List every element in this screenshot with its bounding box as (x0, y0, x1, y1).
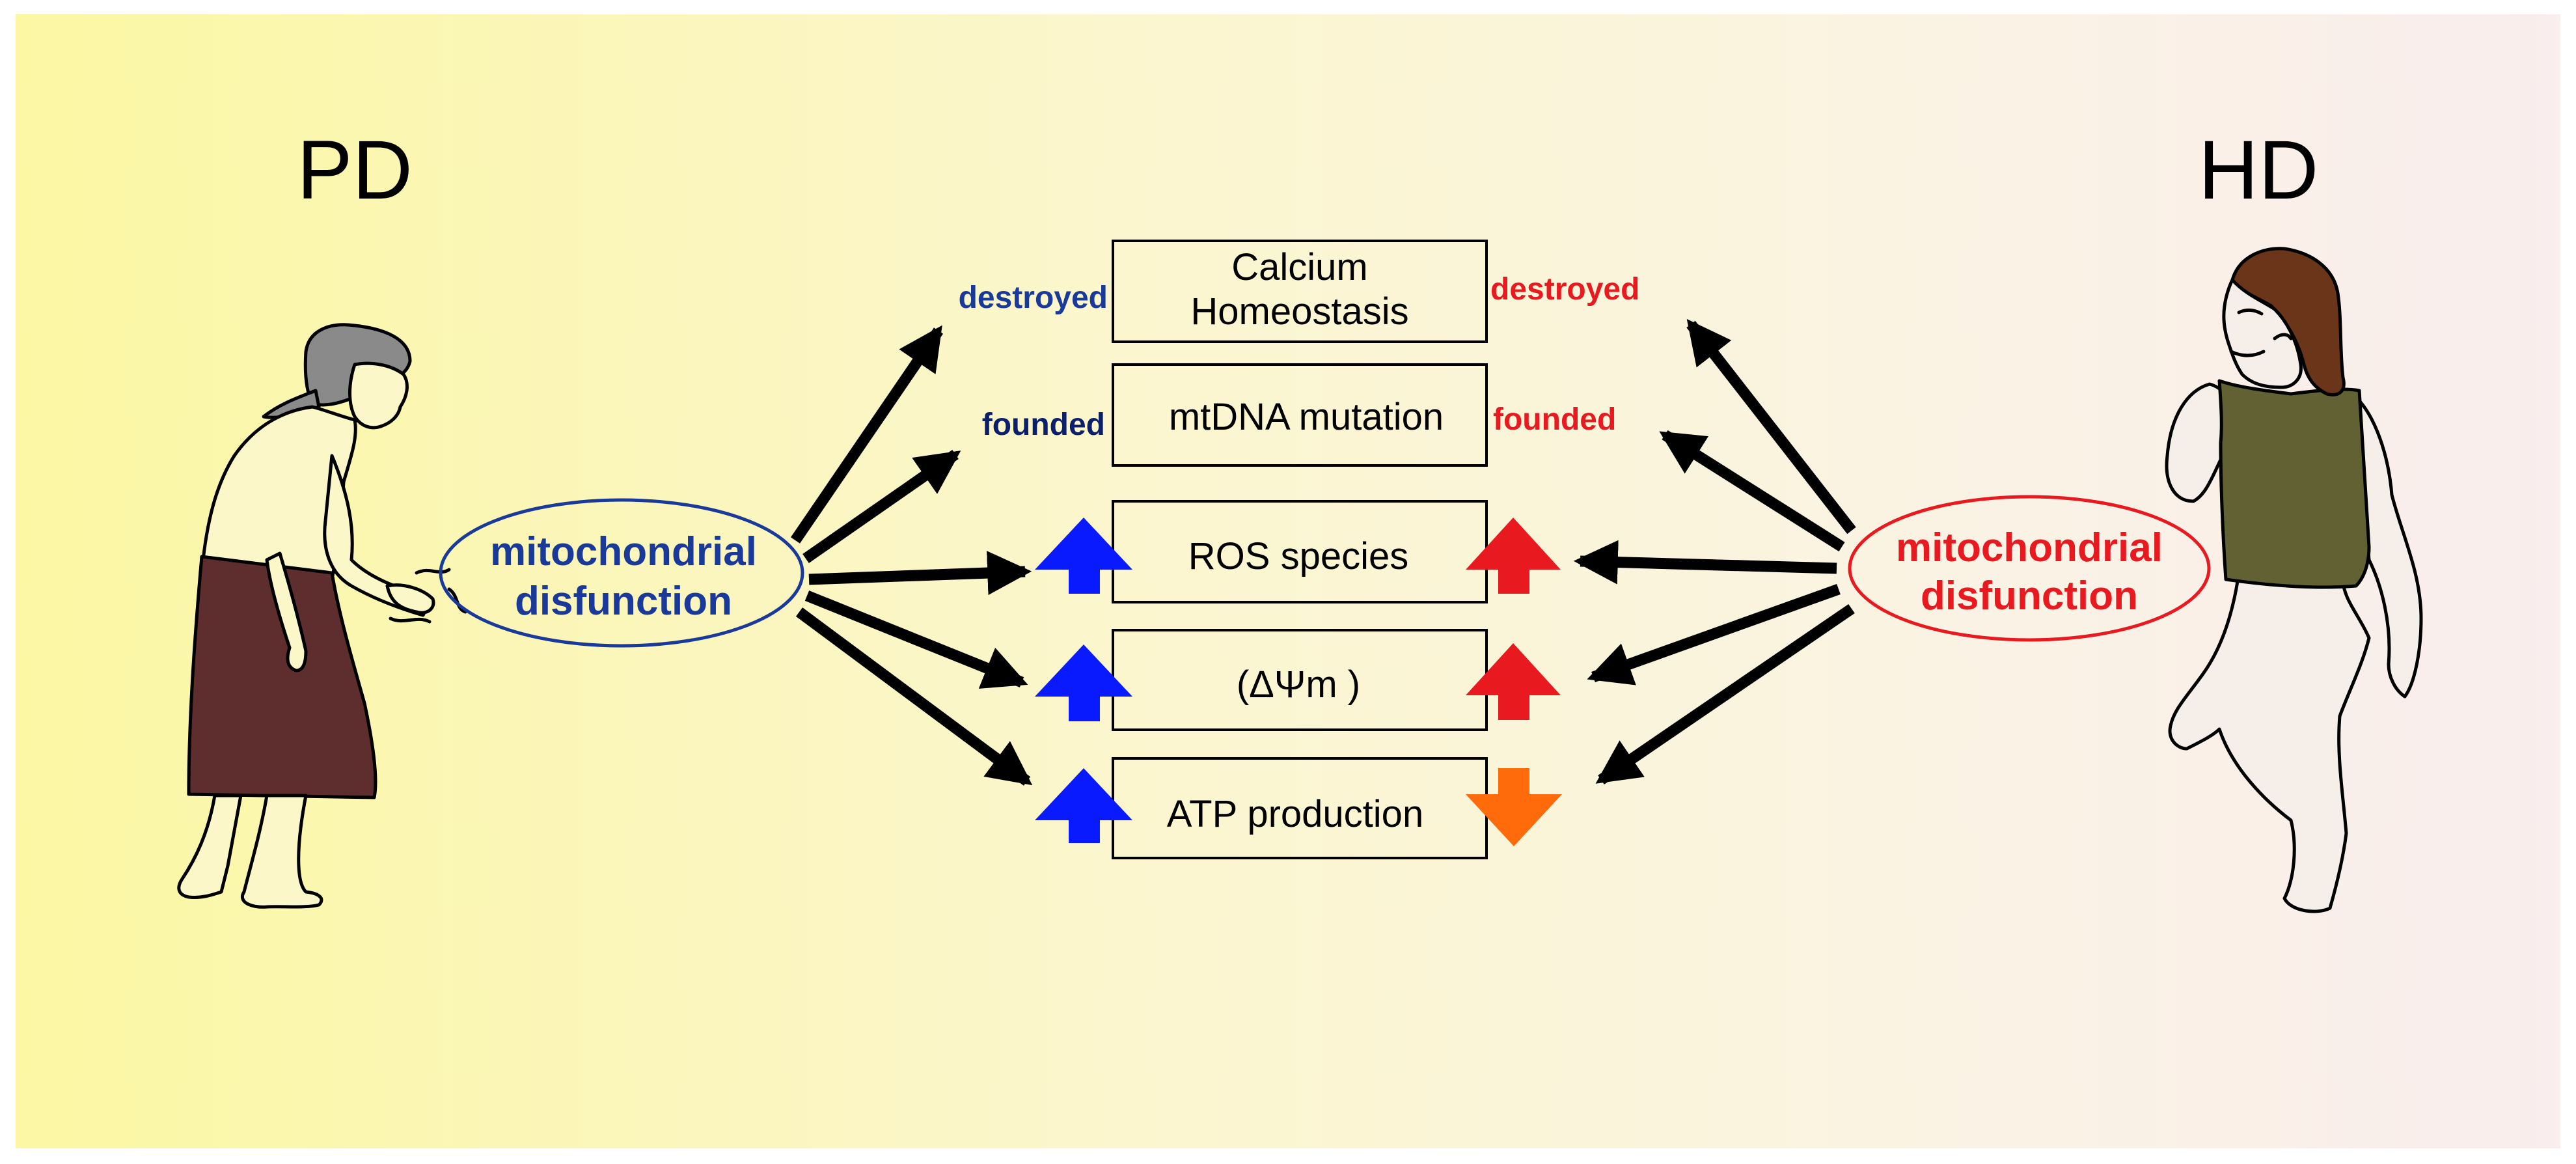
box-mtdna-mutation (1112, 363, 1488, 467)
hd-mito-line2: disfunction (1921, 574, 2138, 618)
hd-indicators (1466, 518, 1562, 846)
hd-arrow-atp (1595, 603, 1855, 785)
hd-arrow-mtdna (1659, 430, 1845, 552)
hd-figure-illustration (2165, 247, 2423, 913)
hd-figure-face-features (2229, 308, 2293, 357)
hd-arrow-calcium (1686, 318, 1856, 534)
pd-mito-line2: disfunction (515, 579, 732, 624)
hd-calcium-destroyed-label: destroyed (1490, 272, 1639, 307)
pd-figure-face (348, 361, 409, 430)
pd-figure-back-arm (265, 551, 308, 672)
pd-arrow-calcium (790, 325, 944, 544)
pd-calcium-destroyed-label: destroyed (959, 281, 1108, 315)
pd-figure-legs (177, 794, 323, 909)
pd-membrane-up-arrow-icon (1035, 644, 1132, 721)
pd-atp-up-arrow-icon (1035, 768, 1132, 843)
hd-figure-vest (2217, 379, 2371, 589)
pd-mito-line1: mitochondrial (490, 529, 757, 574)
pd-arrows (790, 325, 1033, 786)
box-membrane-label: (ΔΨm ) (1237, 663, 1360, 706)
box-calcium-line2: Homeostasis (1190, 290, 1408, 333)
hd-figure-legs (2168, 571, 2371, 913)
background (16, 14, 2560, 1148)
pd-figure-hand (385, 583, 435, 615)
pd-ros-up-arrow-icon (1035, 518, 1132, 594)
hd-title: HD (2199, 124, 2319, 217)
pd-title: PD (297, 124, 413, 217)
hd-membrane-up-arrow-icon (1466, 643, 1561, 720)
pd-figure-skirt (187, 555, 377, 799)
pd-mitochondrial-disfunction-ellipse (439, 498, 804, 648)
hd-arrow-membrane (1587, 583, 1841, 686)
hd-mito-line1: mitochondrial (1896, 525, 2163, 570)
hd-arrows (1573, 318, 1856, 785)
hd-mtdna-founded-label: founded (1493, 402, 1616, 437)
box-calcium-line1: Calcium (1231, 246, 1368, 288)
box-calcium-homeostasis (1112, 240, 1488, 343)
hd-mitochondrial-disfunction-ellipse (1848, 495, 2211, 642)
box-atp-label: ATP production (1167, 793, 1423, 835)
box-mtdna-label: mtDNA mutation (1169, 396, 1444, 438)
pd-arrow-ros (808, 551, 1032, 596)
pd-arrow-mtdna (802, 450, 961, 563)
hd-figure-face (2222, 278, 2303, 389)
pd-mtdna-founded-label: founded (982, 408, 1105, 442)
hd-arrow-ros (1573, 540, 1837, 585)
pd-arrow-atp (795, 607, 1033, 786)
box-ros-label: ROS species (1188, 535, 1408, 577)
pd-indicators (1035, 518, 1132, 843)
pd-figure-illustration (177, 323, 467, 909)
hd-figure-back-arm (2354, 395, 2423, 699)
pd-arrow-membrane (804, 590, 1028, 689)
hd-atp-down-arrow-icon (1466, 768, 1562, 846)
hd-ros-up-arrow-icon (1466, 518, 1561, 594)
